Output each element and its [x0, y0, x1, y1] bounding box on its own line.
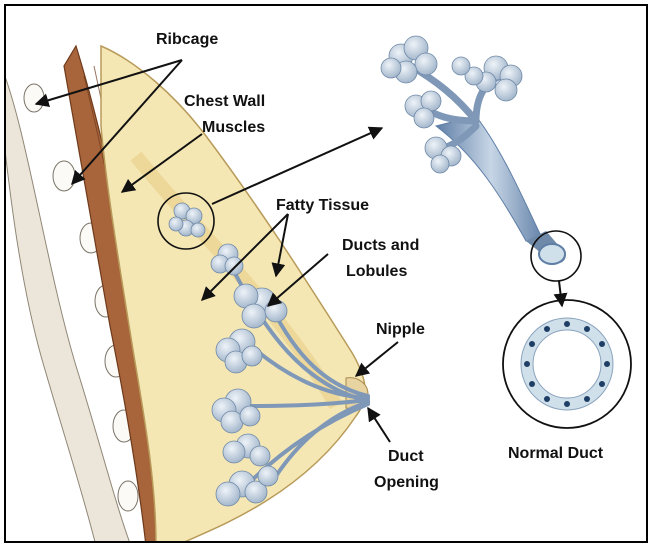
breast-anatomy-diagram: Ribcage Chest Wall Muscles Fatty Tissue … [6, 6, 646, 541]
label-ribcage: Ribcage [156, 31, 218, 48]
label-chest-wall-line2: Muscles [202, 119, 265, 136]
label-fatty-tissue: Fatty Tissue [276, 197, 369, 214]
label-nipple: Nipple [376, 321, 425, 338]
label-ducts-line1: Ducts and [342, 237, 419, 254]
diagram-frame: Ribcage Chest Wall Muscles Fatty Tissue … [4, 4, 648, 543]
label-duct-opening-line2: Opening [374, 474, 439, 491]
label-duct-opening-line1: Duct [388, 448, 424, 465]
normal-duct-cross-section [503, 300, 631, 428]
label-normal-duct: Normal Duct [508, 445, 604, 462]
label-ducts-line2: Lobules [346, 263, 407, 280]
label-chest-wall-line1: Chest Wall [184, 93, 265, 110]
